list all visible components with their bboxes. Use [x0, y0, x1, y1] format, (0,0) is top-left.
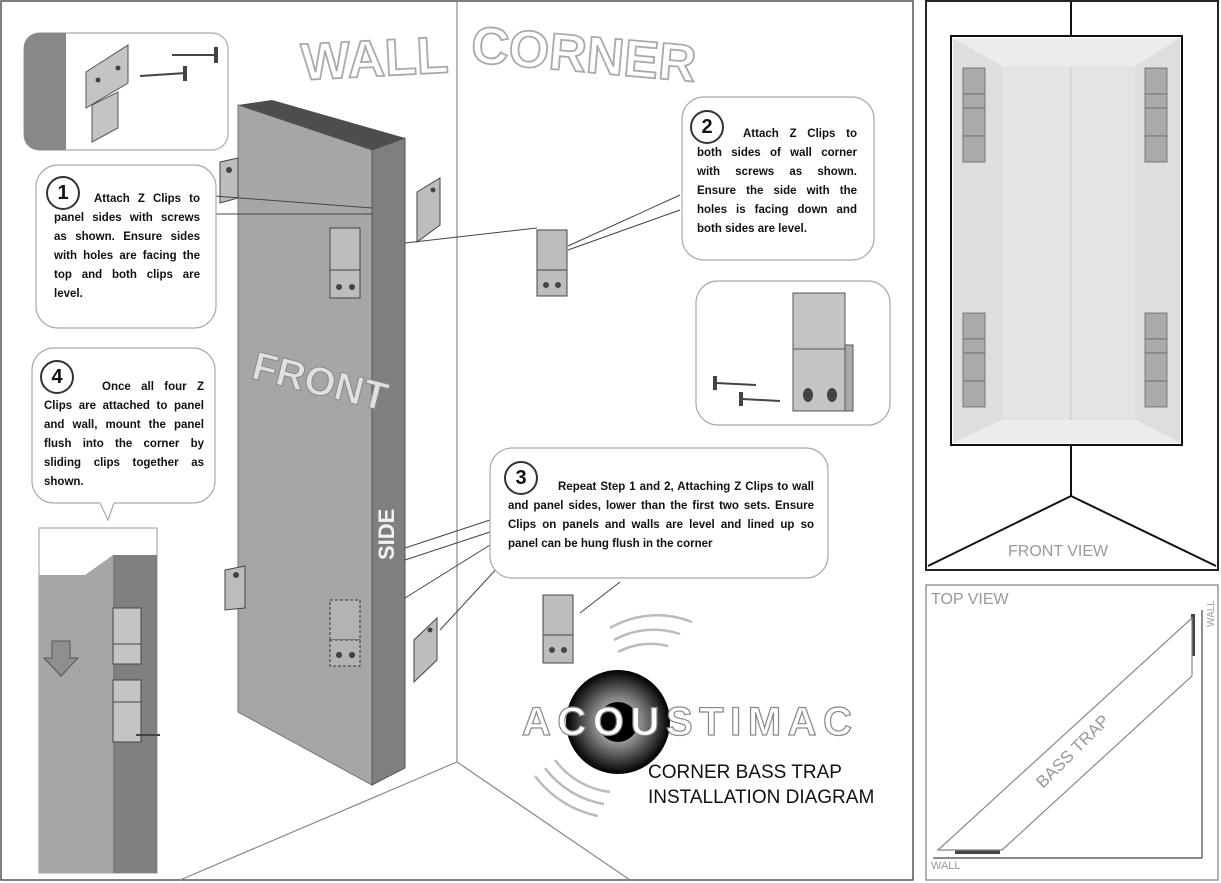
- room-corner-lines: [179, 2, 631, 881]
- clip-right-lower: [413, 616, 438, 684]
- front-view-label: FRONT VIEW: [1008, 543, 1109, 560]
- main-panel-border: [0, 0, 914, 881]
- clip-left-lower: [224, 565, 246, 611]
- clip-right-upper: [416, 177, 441, 243]
- panel-front-face: [237, 104, 373, 786]
- pointer-lines: [213, 194, 681, 631]
- step4-text: Once all four Z Clips are attached to pa…: [44, 381, 204, 488]
- detail-callout-top-left: [23, 32, 229, 151]
- clip-step3: [542, 594, 574, 636]
- acoustimac-logo: ACOUSTIMAC: [521, 614, 853, 818]
- step1-number: 1: [46, 176, 80, 210]
- panel-clip-lower: [329, 599, 361, 667]
- panel-clip-upper: [329, 227, 361, 299]
- wall-heading: WALL: [300, 26, 450, 92]
- panel-top-face: [238, 100, 405, 150]
- bass-trap-panel: FRONT SIDE: [237, 100, 406, 786]
- corner-heading: CORNER: [469, 16, 699, 93]
- panel-side-face: [371, 137, 406, 786]
- detail-callout-bottom-left: [38, 527, 160, 874]
- wall-corner-heading: WALL CORNER: [299, 15, 700, 94]
- wall-bottom-label: WALL: [931, 860, 961, 872]
- step3-text: Repeat Step 1 and 2, Attaching Z Clips t…: [508, 481, 814, 550]
- detail-callout-right: [695, 280, 891, 426]
- side-label: SIDE: [374, 509, 399, 560]
- step1-text: Attach Z Clips to panel sides with screw…: [54, 193, 200, 300]
- front-view-diagram: [927, 2, 1217, 567]
- top-view-label: TOP VIEW: [931, 591, 1009, 608]
- bubble-step1: [35, 164, 217, 329]
- bubble-step4: [31, 347, 216, 504]
- logo-text: ACOUSTIMAC: [522, 700, 852, 744]
- front-view-clips: [962, 67, 1168, 408]
- speech-bubbles: [31, 96, 875, 579]
- step2-number: 2: [690, 110, 724, 144]
- step4-number: 4: [40, 360, 74, 394]
- step3-number: 3: [504, 461, 538, 495]
- diagram-title: CORNER BASS TRAP INSTALLATION DIAGRAM: [648, 760, 874, 810]
- title-line1: CORNER BASS TRAP: [648, 762, 842, 783]
- bubble-step3: [489, 447, 829, 579]
- title-line2: INSTALLATION DIAGRAM: [648, 787, 875, 808]
- bubble-step2: [681, 96, 875, 261]
- bass-trap-outline: [936, 616, 1193, 851]
- wall-right-label: WALL: [1206, 600, 1217, 627]
- loose-z-clips: [219, 157, 574, 684]
- clip-step2-wall: [536, 229, 568, 271]
- step2-text: Attach Z Clips to both sides of wall cor…: [697, 128, 857, 235]
